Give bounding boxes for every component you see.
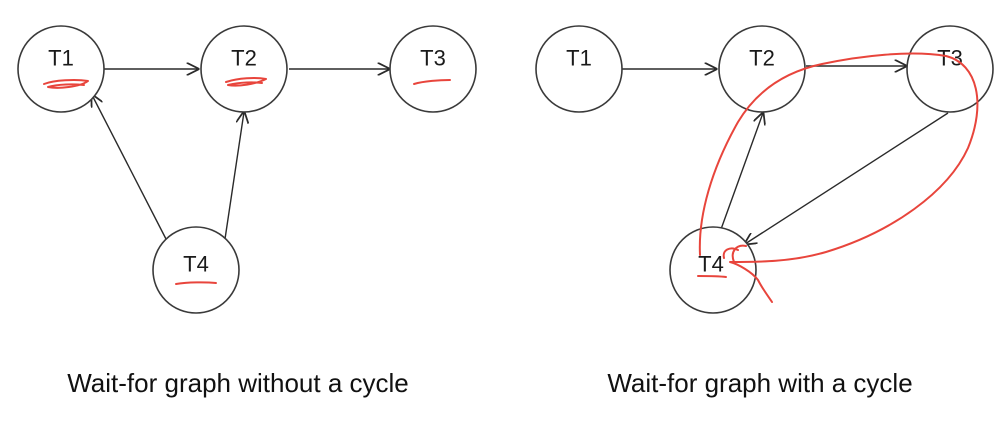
left-caption: Wait-for graph without a cycle [67,368,409,398]
right-edge-t3-t4 [745,112,949,244]
node-label: T1 [48,46,74,71]
scribble-t2 [225,77,267,87]
left-edge-t4-t1 [92,95,167,240]
node-label: T4 [698,252,724,277]
right-annotations [697,52,979,303]
scribble-t4 [175,281,217,285]
left-node-t2: T2 [200,25,288,113]
node-label: T2 [749,46,775,71]
node-label: T1 [566,46,592,71]
right-edge-t4-t2 [719,113,763,233]
left-graph: T1 T2 T3 T4 Wait-for graph without a cyc… [17,25,477,398]
left-edge-t4-t2 [224,112,244,240]
right-edges [622,66,949,244]
left-edges [92,69,389,240]
left-node-t3: T3 [389,25,477,113]
scribble-t1 [43,79,89,89]
node-label: T2 [231,46,257,71]
left-annotations [43,77,451,285]
left-node-t1: T1 [17,25,105,113]
node-label: T4 [183,252,209,277]
right-caption: Wait-for graph with a cycle [607,368,912,398]
right-node-t3: T3 [906,25,994,113]
left-node-t4: T4 [152,226,240,314]
scribble-t3 [413,79,451,85]
cycle-scribble [698,52,979,303]
node-label: T3 [420,46,446,71]
scribble-t4-underline [697,275,727,278]
right-node-t1: T1 [535,25,623,113]
right-graph: T1 T2 T3 T4 Wait-for graph with a cycle [535,25,994,398]
right-node-t2: T2 [718,25,806,113]
right-node-t4: T4 [669,226,757,314]
